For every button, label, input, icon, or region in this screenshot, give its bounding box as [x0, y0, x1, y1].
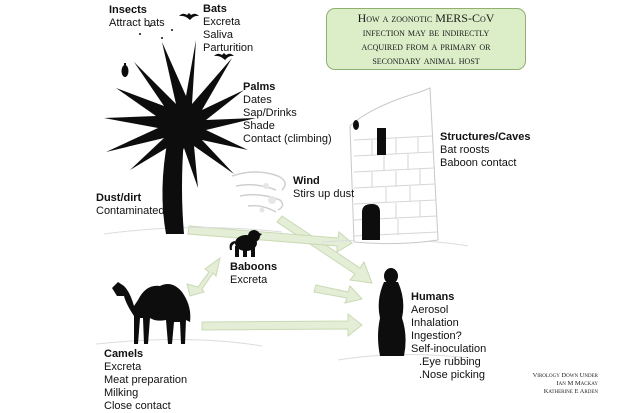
baboons-label: Baboons Excreta — [230, 261, 277, 287]
bat-icon — [179, 13, 199, 20]
camels-label: Camels Excreta Meat preparation Milking … — [104, 348, 187, 413]
humans-detail: Aerosol — [411, 304, 449, 316]
dust-heading: Dust/dirt — [96, 192, 142, 204]
arrow-baboons-to-humans — [313, 284, 363, 304]
palms-detail: Contact (climbing) — [243, 133, 332, 145]
wind-heading: Wind — [293, 175, 320, 187]
bats-detail: Parturition — [203, 42, 254, 54]
camels-detail: Milking — [104, 387, 139, 399]
title-line: How a zoonotic MERS-CoV — [357, 11, 495, 25]
palms-detail: Dates — [243, 94, 272, 106]
camels-detail: Excreta — [104, 361, 142, 373]
dust-label: Dust/dirt Contaminated — [96, 192, 165, 218]
baboons-detail: Excreta — [230, 274, 268, 286]
arrow-palm-to-humans — [187, 225, 353, 253]
credit: Virology Down Under Ian M Mackay Katheri… — [472, 372, 598, 396]
humans-detail: Self-inoculation — [411, 343, 487, 355]
wind-label: Wind Stirs up dust — [293, 175, 354, 201]
camels-heading: Camels — [104, 348, 144, 360]
palms-detail: Shade — [243, 120, 275, 132]
credit-line: Ian M Mackay — [556, 380, 598, 387]
insect-icon — [139, 25, 173, 39]
insects-heading: Insects — [109, 4, 147, 16]
insects-detail: Attract bats — [109, 17, 165, 29]
title-line: secondary animal host — [372, 53, 480, 67]
credit-line: Virology Down Under — [532, 372, 598, 379]
human-icon — [378, 268, 406, 356]
bat-icon — [214, 53, 234, 60]
wind-icon — [231, 171, 286, 213]
humans-detail: Inhalation — [411, 317, 459, 329]
dust-detail: Contaminated — [96, 205, 165, 217]
structures-label: Structures/Caves Bat roosts Baboon conta… — [440, 131, 531, 170]
bats-heading: Bats — [203, 3, 227, 15]
palm-tree-icon — [104, 40, 256, 234]
humans-detail: Ingestion? — [411, 330, 462, 342]
arrows — [186, 215, 373, 338]
bats-detail: Excreta — [203, 16, 241, 28]
baboon-icon — [229, 230, 262, 257]
structures-detail: Bat roosts — [440, 144, 490, 156]
camels-detail: Close contact — [104, 400, 171, 412]
title-line: infection may be indirectly — [362, 25, 490, 39]
credit-line: Katherine E Arden — [543, 388, 598, 395]
bats-detail: Saliva — [203, 29, 233, 41]
arrow-wind-to-humans — [276, 215, 373, 284]
camel-icon — [112, 282, 191, 344]
bat-icon — [121, 63, 129, 77]
humans-detail: .Eye rubbing — [419, 356, 481, 368]
title-box: How a zoonotic MERS-CoV infection may be… — [326, 8, 526, 70]
palms-heading: Palms — [243, 81, 276, 93]
humans-heading: Humans — [411, 291, 455, 303]
humans-label: Humans Aerosol Inhalation Ingestion? Sel… — [411, 291, 486, 382]
insects-label: Insects Attract bats — [109, 4, 165, 30]
structures-detail: Baboon contact — [440, 157, 517, 169]
arrow-camels-baboons-bidirectional — [186, 256, 221, 297]
palms-detail: Sap/Drinks — [243, 107, 297, 119]
bats-label: Bats Excreta Saliva Parturition — [203, 3, 253, 55]
humans-detail: .Nose picking — [419, 369, 486, 381]
wind-detail: Stirs up dust — [293, 188, 355, 200]
baboons-heading: Baboons — [230, 261, 278, 273]
palms-label: Palms Dates Sap/Drinks Shade Contact (cl… — [243, 81, 332, 146]
arrow-camels-to-humans — [201, 312, 363, 338]
structures-heading: Structures/Caves — [440, 131, 531, 143]
camels-detail: Meat preparation — [104, 374, 188, 386]
building-icon — [349, 87, 439, 245]
title-line: acquired from a primary or — [361, 39, 491, 53]
